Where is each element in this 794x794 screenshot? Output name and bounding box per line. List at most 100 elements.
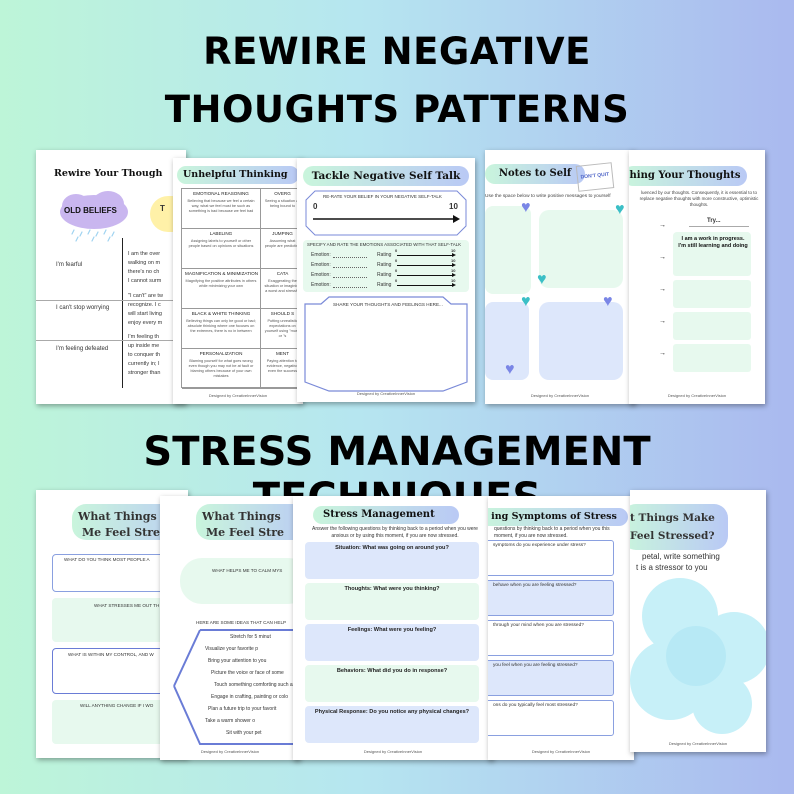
divider-vertical	[122, 238, 123, 388]
answer-box[interactable]: Feelings: What were you feeling?	[305, 624, 479, 661]
answer-box[interactable]: you feel when you are feeling stressed?	[488, 660, 614, 696]
new-thought-box[interactable]	[673, 248, 751, 276]
page-title-line2: Me Feel Stre	[206, 526, 285, 539]
thinking-cell-title: PERSONALIZATION	[199, 351, 243, 356]
note-box-1	[485, 206, 531, 294]
scale-arrow-icon	[452, 283, 456, 287]
answer-box[interactable]: Situation: What was going on around you?	[305, 542, 479, 579]
new-thought-1: I am the over walking on m there's no ch…	[128, 251, 162, 284]
footer: Designed by CreativeInnerVision	[200, 749, 260, 754]
arrow-icon: →	[659, 222, 666, 229]
instruction-line1: petal, write something	[642, 552, 720, 561]
page-title-line1: t Things Make	[630, 512, 715, 524]
calm-box	[180, 558, 300, 604]
share-label: SHARE YOUR THOUGHTS AND FEELINGS HERE...	[333, 302, 443, 307]
thinking-cell-desc: Blaming yourself for what goes wrong eve…	[188, 359, 254, 378]
answer-box[interactable]: Thoughts: What were you thinking?	[305, 583, 479, 620]
emotion-input-line[interactable]	[333, 287, 367, 288]
emotion-rating-scale[interactable]	[397, 283, 456, 289]
rating-label: Rating	[377, 282, 392, 288]
new-thoughts-initial: T	[160, 204, 165, 213]
emotion-input-line[interactable]	[333, 277, 367, 278]
footer: Designed by CreativeInnerVision	[667, 393, 727, 398]
emotion-label: Emotion:	[311, 282, 331, 288]
idea-item: Sit with your pet	[226, 730, 262, 736]
footer: Designed by CreativeInnerVision	[363, 749, 423, 754]
heart-icon: ♥	[505, 361, 515, 378]
thinking-cell-desc: Paying attention to evidence, negative e…	[266, 359, 299, 373]
thinking-cell-desc: Assuming what people are predicting	[264, 239, 301, 248]
column-try: Try...	[707, 218, 721, 224]
question-text: symptoms do you experience under stress?	[493, 543, 586, 548]
rating-min: 0	[395, 248, 398, 253]
thought-rows: →→→→→	[629, 222, 765, 390]
headline-rewire-line2: THOUGHTS PATTERNS	[164, 88, 630, 131]
thinking-cell: JUMPING Assuming what people are predicti…	[261, 229, 303, 269]
thinking-cell-title: EMOTIONAL REASONING	[193, 191, 249, 196]
new-thought-box[interactable]	[673, 280, 751, 308]
rerate-label: RE-RATE YOUR BELIEF IN YOUR NEGATIVE SEL…	[323, 194, 442, 199]
thinking-cell-title: LABELING	[209, 231, 233, 236]
page-what-things-stress-2: What Things Me Feel Stre WHAT HELPS ME T…	[160, 496, 300, 760]
thinking-cell-title: MAGNIFICATION & MINIMIZATION	[185, 271, 259, 276]
page-subtitle: Use the space below to write positive me…	[485, 194, 611, 199]
emotion-input-line[interactable]	[333, 267, 367, 268]
emotion-rating-scale[interactable]	[397, 273, 456, 279]
question-text: Physical Response: Do you notice any phy…	[314, 709, 470, 715]
emotion-input-line[interactable]	[333, 257, 367, 258]
answer-box[interactable]: behave when you are feeling stressed?	[488, 580, 614, 616]
emotion-rating-scale[interactable]	[397, 253, 456, 259]
page-title: Notes to Self	[485, 164, 585, 184]
page-title-line1: What Things	[202, 510, 281, 523]
scale-max: 10	[449, 202, 458, 211]
new-thought-box[interactable]	[673, 344, 751, 372]
old-belief-fearful: I'm fearful	[56, 262, 83, 268]
thinking-cell-desc: Putting unrealistic expectations on your…	[264, 319, 301, 338]
arrow-icon: →	[659, 254, 666, 261]
answer-box[interactable]: through your mind when you are stressed?	[488, 620, 614, 656]
old-beliefs-label: OLD BELIEFS	[64, 206, 117, 215]
thinking-cell-desc: Seeing a situation as being bound to	[264, 199, 301, 208]
footer: Designed by CreativeInnerVision	[356, 391, 416, 396]
answer-box[interactable]: ons do you typically feel most stressed?	[488, 700, 614, 736]
emotion-rating-scale[interactable]	[397, 263, 456, 269]
flower-illustration	[630, 578, 766, 734]
answer-box[interactable]: symptoms do you experience under stress?	[488, 540, 614, 576]
rating-label: Rating	[377, 272, 392, 278]
answer-box[interactable]: Behaviors: What did you do in response?	[305, 665, 479, 702]
scale-min: 0	[313, 202, 318, 211]
footer: Designed by CreativeInnerVision	[668, 741, 728, 746]
divider-row-1	[36, 300, 186, 301]
page-title: Unhelpful Thinking	[177, 166, 299, 184]
thinking-cell-title: JUMPING	[272, 231, 293, 236]
note-box-3	[485, 302, 529, 380]
page-title-line2: Me Feel Stres	[82, 526, 167, 539]
scale-arrow-icon	[452, 273, 456, 277]
specify-label: SPECIFY AND RATE THE EMOTIONS ASSOCIATED…	[307, 242, 462, 247]
old-belief-worrying: I can't stop worrying	[56, 305, 110, 311]
calm-prompt: WHAT HELPS ME TO CALM MYS	[212, 568, 283, 573]
question-text: through your mind when you are stressed?	[493, 623, 584, 628]
answer-box[interactable]: Physical Response: Do you notice any phy…	[305, 706, 479, 743]
new-thought-box[interactable]	[673, 312, 751, 340]
page-title: Stress Management	[313, 506, 459, 524]
question-text: Behaviors: What did you do in response?	[336, 668, 448, 674]
question-list: Situation: What was going on around you?…	[305, 542, 481, 748]
question-text: Thoughts: What were you thinking?	[344, 586, 440, 592]
headline-rewire-line1: REWIRE NEGATIVE	[203, 30, 591, 73]
rating-max: 10	[451, 278, 456, 283]
ideas-heading: HERE ARE SOME IDEAS THAT CAN HELP	[196, 620, 287, 625]
page-title: Rewire Your Though	[54, 168, 163, 179]
cloud-illustration	[60, 191, 128, 242]
footer: Designed by CreativeInnerVision	[208, 393, 268, 398]
heart-icon: ♥	[603, 293, 613, 310]
rating-label: Rating	[377, 262, 392, 268]
thinking-cell-title: CATA	[276, 271, 289, 276]
rating-min: 0	[395, 278, 398, 283]
